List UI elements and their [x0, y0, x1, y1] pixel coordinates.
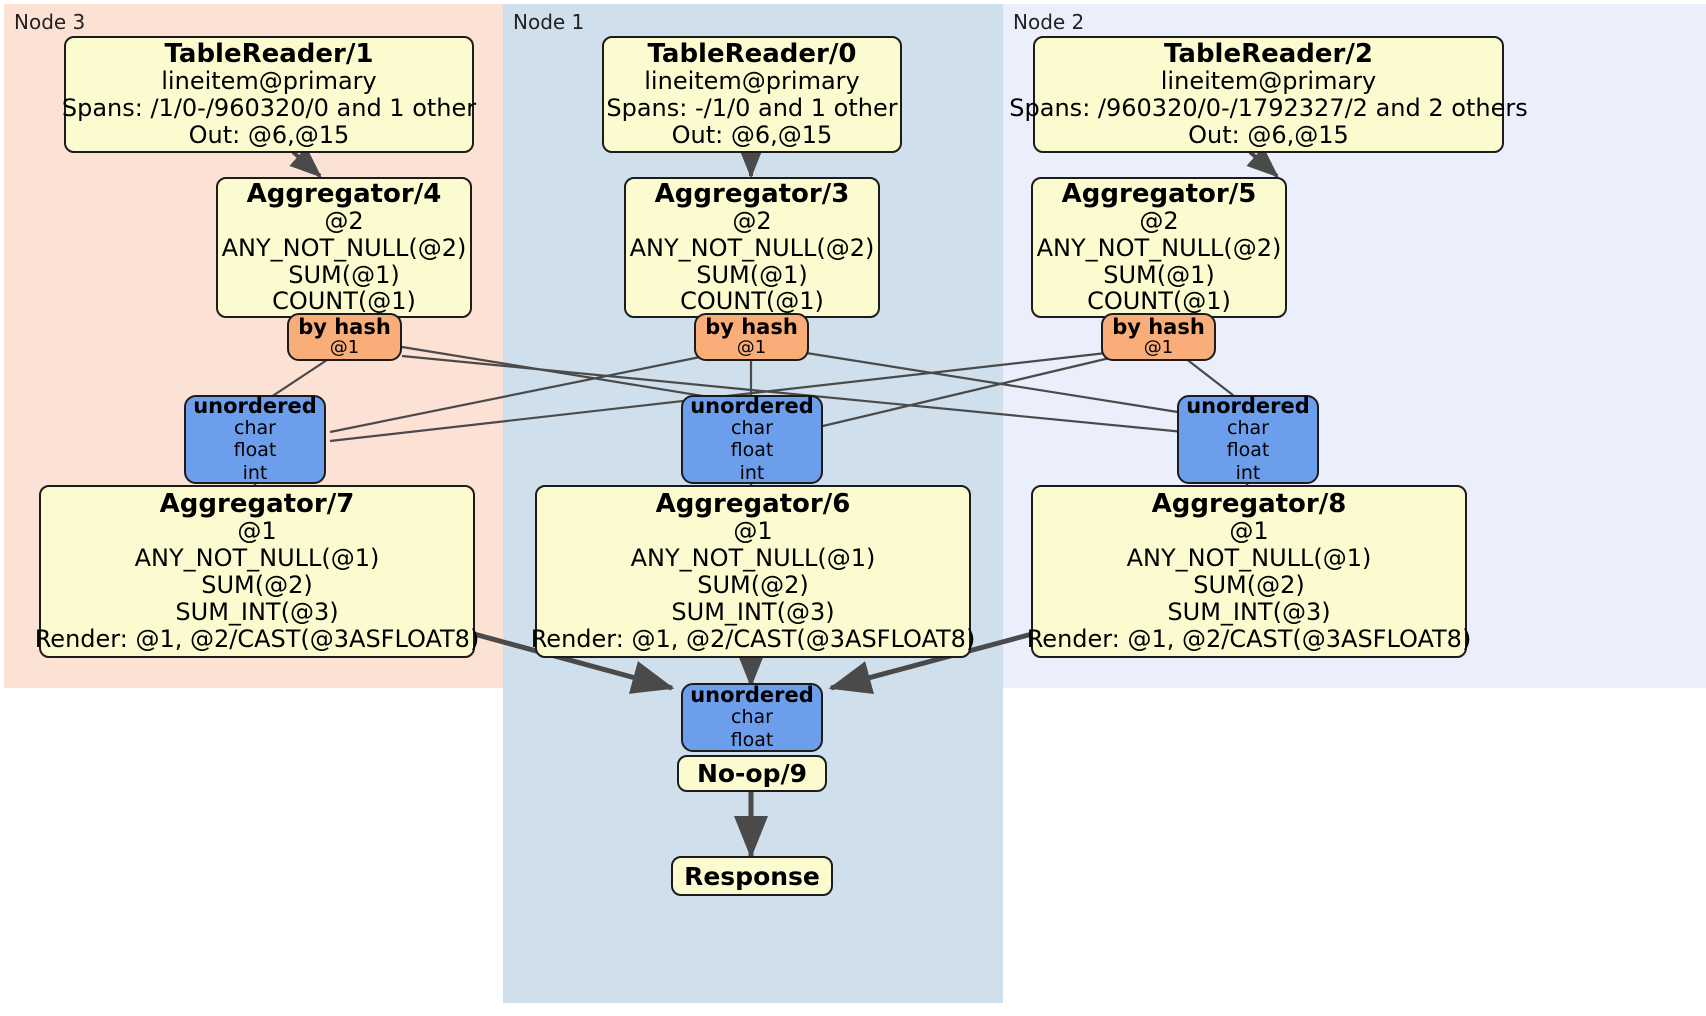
- no-op-9-title: No-op/9: [696, 759, 808, 788]
- receiver-unordered-node1-type2: float: [730, 439, 774, 462]
- receiver-unordered-node1-type1: char: [731, 416, 773, 439]
- receiver-unordered-node2-title: unordered: [1186, 393, 1310, 418]
- response-title: Response: [684, 861, 820, 891]
- hash-router-aggregator-4-column: @1: [329, 337, 360, 359]
- node-panel-label-node3: Node 3: [14, 10, 86, 34]
- aggregator-3[interactable]: Aggregator/3 @2 ANY_NOT_NULL(@2) SUM(@1)…: [624, 177, 880, 318]
- table-reader-0-out: Out: @6,@15: [671, 120, 833, 149]
- hash-router-aggregator-4[interactable]: by hash @1: [287, 313, 402, 361]
- aggregator-8-group: @1: [1229, 517, 1269, 546]
- aggregator-5-agg1: ANY_NOT_NULL(@2): [1036, 233, 1282, 262]
- aggregator-6[interactable]: Aggregator/6 @1 ANY_NOT_NULL(@1) SUM(@2)…: [531, 485, 975, 658]
- aggregator-5-agg2: SUM(@1): [1103, 260, 1215, 289]
- table-reader-1-table: lineitem@primary: [161, 67, 377, 96]
- receiver-unordered-node2-type1: char: [1227, 416, 1269, 439]
- aggregator-3-title: Aggregator/3: [654, 178, 850, 209]
- receiver-unordered-node2[interactable]: unordered char float int: [1177, 395, 1319, 484]
- receiver-unordered-node1[interactable]: unordered char float int: [681, 395, 823, 484]
- receiver-unordered-final-title: unordered: [690, 683, 814, 708]
- response-node[interactable]: Response: [671, 856, 833, 896]
- receiver-unordered-node3-type1: char: [234, 416, 276, 439]
- receiver-unordered-final[interactable]: unordered char float: [681, 683, 823, 752]
- receiver-unordered-node3-title: unordered: [193, 393, 317, 418]
- aggregator-6-agg3: SUM_INT(@3): [671, 597, 835, 626]
- aggregator-3-agg1: ANY_NOT_NULL(@2): [629, 233, 875, 262]
- aggregator-7-agg1: ANY_NOT_NULL(@1): [134, 544, 380, 573]
- receiver-unordered-node2-type2: float: [1226, 439, 1270, 462]
- aggregator-3-group: @2: [732, 206, 772, 235]
- aggregator-8-title: Aggregator/8: [1151, 489, 1347, 520]
- receiver-unordered-final-type1: char: [731, 706, 773, 729]
- aggregator-8[interactable]: Aggregator/8 @1 ANY_NOT_NULL(@1) SUM(@2)…: [1027, 485, 1471, 658]
- aggregator-5-group: @2: [1139, 206, 1179, 235]
- aggregator-3-agg3: COUNT(@1): [680, 287, 824, 316]
- hash-router-aggregator-5[interactable]: by hash @1: [1101, 313, 1216, 361]
- receiver-unordered-node2-type3: int: [1235, 461, 1261, 484]
- receiver-unordered-node3-type2: float: [233, 439, 277, 462]
- receiver-unordered-node1-type3: int: [739, 461, 765, 484]
- aggregator-4-group: @2: [324, 206, 364, 235]
- aggregator-5[interactable]: Aggregator/5 @2 ANY_NOT_NULL(@2) SUM(@1)…: [1031, 177, 1287, 318]
- receiver-unordered-node3[interactable]: unordered char float int: [184, 395, 326, 484]
- receiver-unordered-node3-type3: int: [242, 461, 268, 484]
- aggregator-4-title: Aggregator/4: [246, 178, 442, 209]
- table-reader-0-title: TableReader/0: [647, 39, 857, 70]
- aggregator-4-agg2: SUM(@1): [288, 260, 400, 289]
- no-op-9[interactable]: No-op/9: [677, 755, 827, 792]
- table-reader-1-out: Out: @6,@15: [188, 120, 350, 149]
- table-reader-1[interactable]: TableReader/1 lineitem@primary Spans: /1…: [61, 36, 477, 153]
- aggregator-6-agg2: SUM(@2): [697, 571, 809, 600]
- hash-router-aggregator-3-title: by hash: [705, 315, 798, 340]
- hash-router-aggregator-4-title: by hash: [298, 315, 391, 340]
- aggregator-8-agg2: SUM(@2): [1193, 571, 1305, 600]
- receiver-unordered-node1-title: unordered: [690, 393, 814, 418]
- hash-router-aggregator-3-column: @1: [736, 337, 767, 359]
- table-reader-1-title: TableReader/1: [164, 39, 374, 70]
- table-reader-2-spans: Spans: /960320/0-/1792327/2 and 2 others: [1009, 94, 1528, 123]
- table-reader-0[interactable]: TableReader/0 lineitem@primary Spans: -/…: [602, 36, 902, 153]
- aggregator-7-agg2: SUM(@2): [201, 571, 313, 600]
- table-reader-2-table: lineitem@primary: [1160, 67, 1377, 96]
- aggregator-7-group: @1: [237, 517, 277, 546]
- aggregator-6-title: Aggregator/6: [655, 489, 851, 520]
- aggregator-5-title: Aggregator/5: [1061, 178, 1257, 209]
- hash-router-aggregator-3[interactable]: by hash @1: [694, 313, 809, 361]
- aggregator-6-group: @1: [733, 517, 773, 546]
- aggregator-4-agg3: COUNT(@1): [272, 287, 416, 316]
- table-reader-2-title: TableReader/2: [1164, 39, 1373, 70]
- aggregator-8-render: Render: @1, @2/CAST(@3ASFLOAT8): [1026, 624, 1472, 653]
- aggregator-7-title: Aggregator/7: [159, 489, 355, 520]
- receiver-unordered-final-type2: float: [730, 728, 774, 751]
- aggregator-3-agg2: SUM(@1): [696, 260, 808, 289]
- aggregator-6-render: Render: @1, @2/CAST(@3ASFLOAT8): [530, 624, 976, 653]
- table-reader-2-out: Out: @6,@15: [1188, 120, 1349, 149]
- aggregator-4[interactable]: Aggregator/4 @2 ANY_NOT_NULL(@2) SUM(@1)…: [216, 177, 472, 318]
- table-reader-1-spans: Spans: /1/0-/960320/0 and 1 other: [61, 94, 477, 123]
- node-panel-label-node1: Node 1: [513, 10, 585, 34]
- aggregator-4-agg1: ANY_NOT_NULL(@2): [221, 233, 467, 262]
- aggregator-6-agg1: ANY_NOT_NULL(@1): [630, 544, 876, 573]
- aggregator-8-agg3: SUM_INT(@3): [1167, 597, 1331, 626]
- aggregator-7-render: Render: @1, @2/CAST(@3ASFLOAT8): [34, 624, 480, 653]
- table-reader-0-spans: Spans: -/1/0 and 1 other: [606, 94, 898, 123]
- table-reader-0-table: lineitem@primary: [644, 67, 860, 96]
- aggregator-7[interactable]: Aggregator/7 @1 ANY_NOT_NULL(@1) SUM(@2)…: [35, 485, 479, 658]
- node-panel-label-node2: Node 2: [1013, 10, 1085, 34]
- hash-router-aggregator-5-title: by hash: [1112, 315, 1205, 340]
- aggregator-7-agg3: SUM_INT(@3): [175, 597, 339, 626]
- table-reader-2[interactable]: TableReader/2 lineitem@primary Spans: /9…: [1009, 36, 1528, 153]
- aggregator-5-agg3: COUNT(@1): [1087, 287, 1231, 316]
- hash-router-aggregator-5-column: @1: [1143, 337, 1174, 359]
- aggregator-8-agg1: ANY_NOT_NULL(@1): [1126, 544, 1372, 573]
